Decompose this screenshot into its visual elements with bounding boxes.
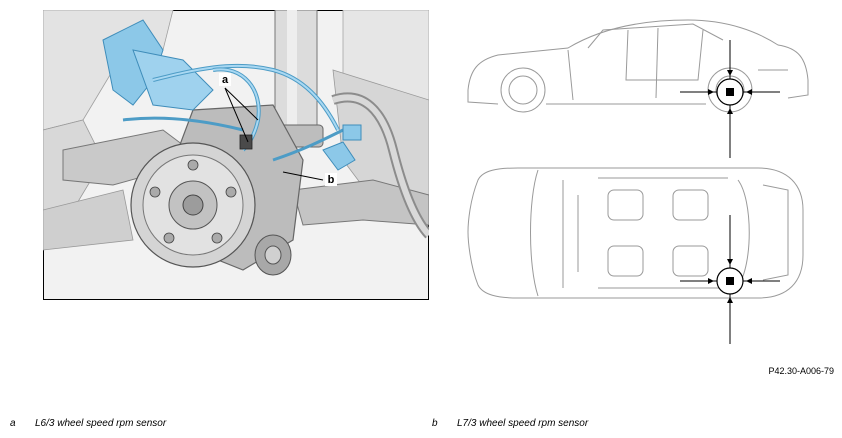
control-arm bbox=[62, 92, 429, 239]
figure-code: P42.30-A006-79 bbox=[768, 366, 834, 376]
callout-b-bg bbox=[325, 173, 337, 186]
sensor-harness-highlight bbox=[102, 19, 362, 171]
vehicle-location-diagram bbox=[467, 19, 809, 344]
callout-a-bg bbox=[219, 73, 231, 86]
legend-text-b: L7/3 wheel speed rpm sensor bbox=[457, 418, 589, 429]
callout-b-label: b bbox=[328, 174, 335, 186]
legend-letter-a: a bbox=[10, 418, 16, 429]
vehicle-top-view bbox=[467, 167, 804, 299]
sensor-a-marker bbox=[239, 134, 253, 150]
callout-a-label: a bbox=[222, 74, 229, 86]
legend-letter-b: b bbox=[432, 418, 438, 429]
callout-lines bbox=[224, 87, 324, 181]
component-illustration: a b bbox=[43, 10, 429, 300]
top-view-sensor-marker bbox=[680, 215, 780, 344]
shock-absorber bbox=[268, 10, 324, 148]
vehicle-side-view bbox=[467, 19, 809, 113]
legend-text-a: L6/3 wheel speed rpm sensor bbox=[35, 418, 167, 429]
wheel-hub bbox=[130, 142, 256, 268]
side-view-sensor-marker bbox=[680, 40, 780, 158]
